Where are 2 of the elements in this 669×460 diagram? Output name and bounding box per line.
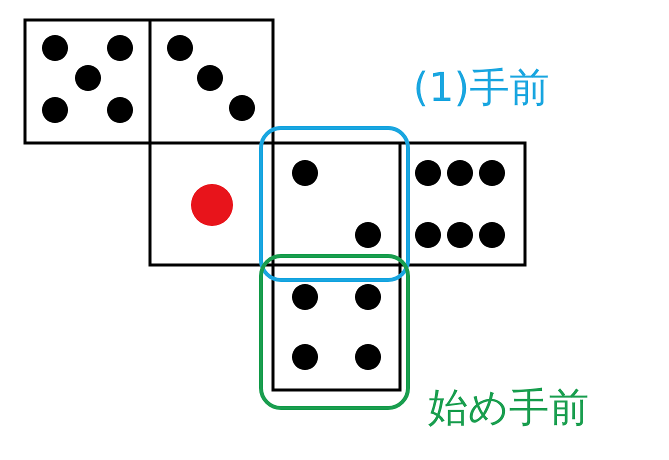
annotation-label: (1)手前 xyxy=(413,68,550,108)
annotation-label: 始め手前 xyxy=(428,388,589,428)
